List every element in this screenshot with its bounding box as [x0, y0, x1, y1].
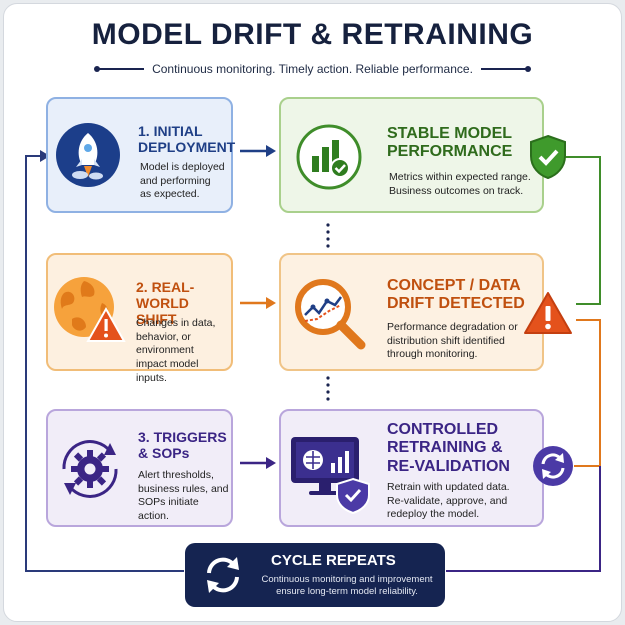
refresh-icon [533, 446, 573, 486]
drift-detected-body-line2: distribution shift identified [387, 334, 505, 347]
drift-detected-title-line1: CONCEPT / DATA [387, 277, 521, 294]
subtitle-divider-right [480, 66, 531, 72]
page-subtitle: Continuous monitoring. Timely action. Re… [152, 62, 473, 76]
controlled-retraining-description: Retrain with updated data. Re-validate, … [387, 481, 510, 522]
drift-detected-body-line1: Performance degradation or [387, 321, 518, 333]
card-initial-deployment: 1. INITIAL DEPLOYMENT Model is deployed … [46, 97, 235, 213]
dotted-connector-top [326, 223, 330, 248]
initial-deployment-description: Model is deployed and performing as expe… [140, 161, 225, 202]
cycle-repeats-body-line2: ensure long-term model reliability. [276, 586, 418, 598]
right-purple-line [446, 466, 601, 572]
arrow-orange-head [266, 297, 276, 309]
drift-detected-body-line3: through monitoring. [387, 348, 478, 361]
real-world-shift-body-line1: Changes in data, [136, 317, 216, 329]
cycle-refresh-icon [207, 557, 239, 593]
triggers-sops-body-line3: SOPs initiate action. [138, 496, 199, 522]
bar-chart-check-icon [296, 124, 362, 190]
card-controlled-retraining: CONTROLLED RETRAINING & RE-VALIDATION Re… [279, 409, 544, 527]
real-world-shift-description: Changes in data, behavior, or environmen… [136, 317, 231, 385]
magnifier-trend-icon [295, 279, 366, 350]
stable-performance-title-line1: STABLE MODEL [387, 125, 513, 142]
triggers-sops-description: Alert thresholds, business rules, and SO… [138, 469, 231, 524]
cycle-repeats-body-line1: Continuous monitoring and improvement [261, 574, 433, 585]
gear-cycle-icon [62, 440, 118, 498]
cycle-repeats-description: Continuous monitoring and improvement en… [255, 574, 439, 599]
rocket-icon [56, 123, 120, 187]
subtitle-divider-left [94, 66, 145, 72]
arrow-blue-head [266, 145, 276, 157]
stable-performance-title-line2: PERFORMANCE [387, 143, 513, 161]
drift-detected-title: CONCEPT / DATA DRIFT DETECTED [387, 277, 525, 314]
drift-detected-title-line2: DRIFT DETECTED [387, 295, 525, 313]
triggers-sops-title: 3. TRIGGERS & SOPs [138, 429, 227, 461]
triggers-sops-body-line1: Alert thresholds, [138, 469, 214, 481]
controlled-retraining-body-line3: redeploy the model. [387, 508, 480, 521]
initial-deployment-title-line1: 1. INITIAL [138, 123, 203, 139]
cycle-repeats-box: CYCLE REPEATS Continuous monitoring and … [185, 543, 445, 607]
triggers-sops-body-line2: business rules, and [138, 482, 229, 495]
initial-deployment-body-line2: and performing [140, 174, 211, 187]
controlled-retraining-title-line3: RE-VALIDATION [387, 457, 510, 475]
stable-performance-body-line1: Metrics within expected range. [389, 171, 531, 183]
stable-performance-description: Metrics within expected range. Business … [389, 171, 531, 198]
right-green-line [562, 156, 601, 305]
card-stable-performance: STABLE MODEL PERFORMANCE Metrics within … [279, 97, 544, 213]
real-world-shift-body-line2: behavior, or environment [136, 330, 194, 357]
right-orange-line [574, 319, 601, 467]
real-world-shift-body-line3: impact model inputs. [136, 357, 199, 384]
infographic-frame: MODEL DRIFT & RETRAINING Continuous moni… [3, 3, 622, 622]
page-title: MODEL DRIFT & RETRAINING [91, 18, 534, 51]
connector-layer [25, 145, 601, 572]
triggers-sops-title-line1: 3. TRIGGERS [138, 429, 227, 445]
controlled-retraining-body-line2: Re-validate, approve, and [387, 494, 508, 507]
triggers-sops-title-line2: & SOPs [138, 445, 190, 462]
controlled-retraining-body-line1: Retrain with updated data. [387, 481, 510, 493]
loop-back-arrowhead [40, 150, 50, 162]
card-triggers-sops: 3. TRIGGERS & SOPs Alert thresholds, bus… [46, 409, 233, 527]
initial-deployment-body-line3: as expected. [140, 188, 200, 201]
globe-warning-icon [54, 277, 126, 342]
drift-detected-description: Performance degradation or distribution … [387, 321, 518, 362]
card-drift-detected: CONCEPT / DATA DRIFT DETECTED Performanc… [279, 253, 544, 371]
loop-back-line [25, 155, 184, 572]
controlled-retraining-title-line1: CONTROLLED [387, 421, 499, 438]
arrow-purple-head [266, 457, 276, 469]
real-world-shift-title: 2. REAL-WORLD SHIFT [136, 279, 231, 327]
stable-performance-body-line2: Business outcomes on track. [389, 184, 524, 197]
monitor-brain-shield-icon [291, 437, 370, 515]
stable-performance-title: STABLE MODEL PERFORMANCE [387, 125, 512, 162]
initial-deployment-title: 1. INITIAL DEPLOYMENT [138, 123, 235, 155]
card-real-world-shift: 2. REAL-WORLD SHIFT Changes in data, beh… [46, 253, 233, 384]
controlled-retraining-title-line2: RETRAINING & [387, 439, 503, 457]
initial-deployment-title-line2: DEPLOYMENT [138, 139, 236, 156]
real-world-shift-title-line1: 2. REAL-WORLD [136, 279, 195, 312]
real-world-shift-title-line2: SHIFT [136, 311, 177, 328]
dotted-connector-bottom [326, 376, 330, 401]
shield-check-icon [530, 134, 566, 180]
controlled-retraining-title: CONTROLLED RETRAINING & RE-VALIDATION [387, 421, 510, 476]
initial-deployment-body-line1: Model is deployed [140, 161, 225, 173]
subtitle-row: Continuous monitoring. Timely action. Re… [4, 61, 621, 77]
cycle-repeats-title: CYCLE REPEATS [271, 552, 396, 569]
warning-triangle-icon [524, 292, 572, 334]
